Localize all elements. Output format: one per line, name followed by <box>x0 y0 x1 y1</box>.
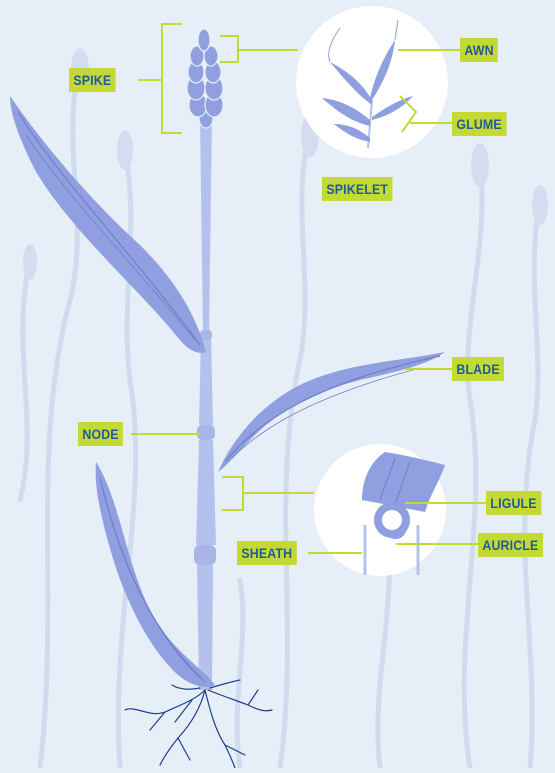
roots <box>125 680 272 768</box>
label-blade: BLADE <box>452 357 504 381</box>
stem-upper <box>200 118 212 335</box>
label-glume: GLUME <box>452 112 506 136</box>
node <box>197 425 215 440</box>
label-spike: SPIKE <box>69 68 116 92</box>
label-spikelet: SPIKELET <box>322 177 392 201</box>
label-sheath: SHEATH <box>237 541 297 565</box>
label-auricle: AURICLE <box>478 533 543 557</box>
spikelet-bracket <box>220 36 238 62</box>
sheath-bracket <box>222 477 243 510</box>
label-awn: AWN <box>460 38 498 62</box>
spike <box>187 29 223 128</box>
spike-bracket <box>162 24 182 133</box>
node-lower <box>194 545 216 565</box>
label-ligule: LIGULE <box>486 491 541 515</box>
spikelet-detail <box>296 6 448 158</box>
upper-leaf <box>10 96 206 353</box>
lower-leaf <box>96 462 215 687</box>
stem <box>194 118 216 690</box>
stem-sheath <box>196 440 216 545</box>
label-node: NODE <box>78 422 123 446</box>
ligule-detail <box>314 444 446 576</box>
